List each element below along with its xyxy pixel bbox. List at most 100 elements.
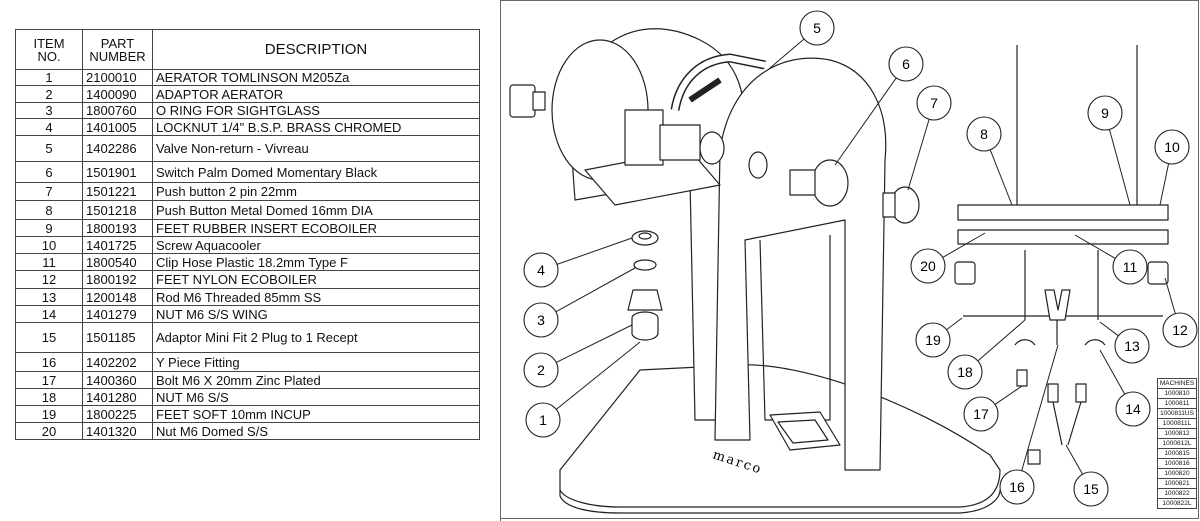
balloon-3: [523, 302, 559, 338]
balloon-8: [966, 116, 1002, 152]
part-number-header: PART NUMBER: [82, 29, 153, 70]
item-no-cell: 15: [15, 322, 83, 353]
machines-header: MACHINES: [1157, 378, 1197, 389]
base-plate-edge: [559, 489, 1001, 514]
machine-model-cell: 1000811US: [1157, 408, 1197, 419]
description-cell: Rod M6 Threaded 85mm SS: [152, 288, 480, 306]
machine-model-cell: 1000811L: [1157, 418, 1197, 429]
foot-left: [954, 261, 976, 285]
palm-switch-body: [811, 159, 849, 207]
description-cell: FEET RUBBER INSERT ECOBOILER: [152, 219, 480, 237]
item-no-header: ITEM NO.: [15, 29, 83, 70]
leader-line-6: [834, 77, 897, 166]
machine-row: 1000811: [1157, 398, 1197, 409]
machine-model-cell: 1000820: [1157, 468, 1197, 479]
part-number-cell: 1800540: [82, 253, 153, 271]
machine-row: 1000821: [1157, 478, 1197, 489]
balloon-label: 9: [1101, 105, 1109, 121]
machine-model-cell: 1000816: [1157, 458, 1197, 469]
left-connector: [509, 84, 536, 118]
palm-switch-stem: [789, 169, 816, 196]
y-piece: [1044, 289, 1071, 321]
machine-row: 1000812L: [1157, 438, 1197, 449]
o-ring: [633, 259, 657, 271]
wing-nut-right: [1084, 339, 1106, 346]
machine-model-cell: 1000822L: [1157, 498, 1197, 509]
machine-model-cell: 1000822: [1157, 488, 1197, 499]
description-cell: Adaptor Mini Fit 2 Plug to 1 Recept: [152, 322, 480, 353]
adaptor-receptacle: [1027, 449, 1041, 465]
bom-divider: [500, 0, 501, 521]
balloon-14: [1115, 391, 1151, 427]
part-number-cell: 1800760: [82, 102, 153, 119]
valve-block: [624, 109, 664, 166]
balloon-label: 13: [1124, 338, 1140, 354]
foot-right: [1147, 261, 1169, 285]
balloon-4: [523, 252, 559, 288]
front-upright-hole: [748, 151, 768, 179]
leader-line-14: [1099, 349, 1126, 395]
adaptor-plug-b: [1075, 383, 1087, 403]
machine-row: 1000812: [1157, 428, 1197, 439]
leader-line-8: [989, 149, 1013, 206]
balloon-18: [947, 354, 983, 390]
adaptor-wires: [1052, 401, 1082, 446]
balloon-label: 4: [537, 262, 545, 278]
balloon-label: 8: [980, 126, 988, 142]
leader-line-7: [907, 119, 930, 191]
balloon-label: 16: [1009, 479, 1025, 495]
machine-row: 1000811US: [1157, 408, 1197, 419]
leader-line-4: [556, 237, 633, 265]
machine-model-cell: 1000821: [1157, 478, 1197, 489]
leader-line-10: [1159, 163, 1170, 206]
part-number-cell: 1800193: [82, 219, 153, 237]
description-cell: O RING FOR SIGHTGLASS: [152, 102, 480, 119]
machines-header-row: MACHINES: [1157, 378, 1197, 389]
leader-line-1: [555, 341, 641, 410]
leader-line-20: [942, 232, 986, 258]
balloon-label: 1: [539, 412, 547, 428]
balloon-label: 15: [1083, 481, 1099, 497]
machine-model-cell: 1000812L: [1157, 438, 1197, 449]
adaptor-plug-a: [1047, 383, 1059, 403]
machine-model-cell: 1000810: [1157, 388, 1197, 399]
description-cell: Push button 2 pin 22mm: [152, 182, 480, 201]
part-number-cell: 1501221: [82, 182, 153, 201]
tube-upper-inner: [672, 55, 766, 111]
balloon-1: [525, 402, 561, 438]
leader-line-11: [1074, 234, 1116, 259]
leader-line-9: [1108, 129, 1131, 206]
leader-line-16: [1021, 344, 1059, 471]
balloon-label: 12: [1172, 322, 1188, 338]
leader-line-17: [994, 385, 1023, 405]
tube-lower: [688, 77, 722, 103]
part-number-cell: 1200148: [82, 288, 153, 306]
machine-model-cell: 1000811: [1157, 398, 1197, 409]
balloon-label: 11: [1123, 259, 1138, 275]
machine-row: 1000810: [1157, 388, 1197, 399]
balloon-label: 7: [930, 95, 938, 111]
balloon-2: [523, 352, 559, 388]
machine-model-cell: 1000815: [1157, 448, 1197, 459]
part-number-cell: 1401279: [82, 305, 153, 323]
part-number-cell: 1501185: [82, 322, 153, 353]
aerator-body: [631, 318, 659, 341]
balloon-5: [799, 10, 835, 46]
item-no-cell: 20: [15, 422, 83, 440]
balloon-16: [999, 469, 1035, 505]
leader-line-19: [946, 317, 963, 331]
display-frame: [777, 419, 829, 444]
feet-plate: [957, 204, 1169, 221]
balloon-label: 10: [1164, 139, 1180, 155]
part-number-cell: 2100010: [82, 69, 153, 86]
feet-plate-lower: [957, 229, 1169, 245]
balloon-13: [1114, 328, 1150, 364]
